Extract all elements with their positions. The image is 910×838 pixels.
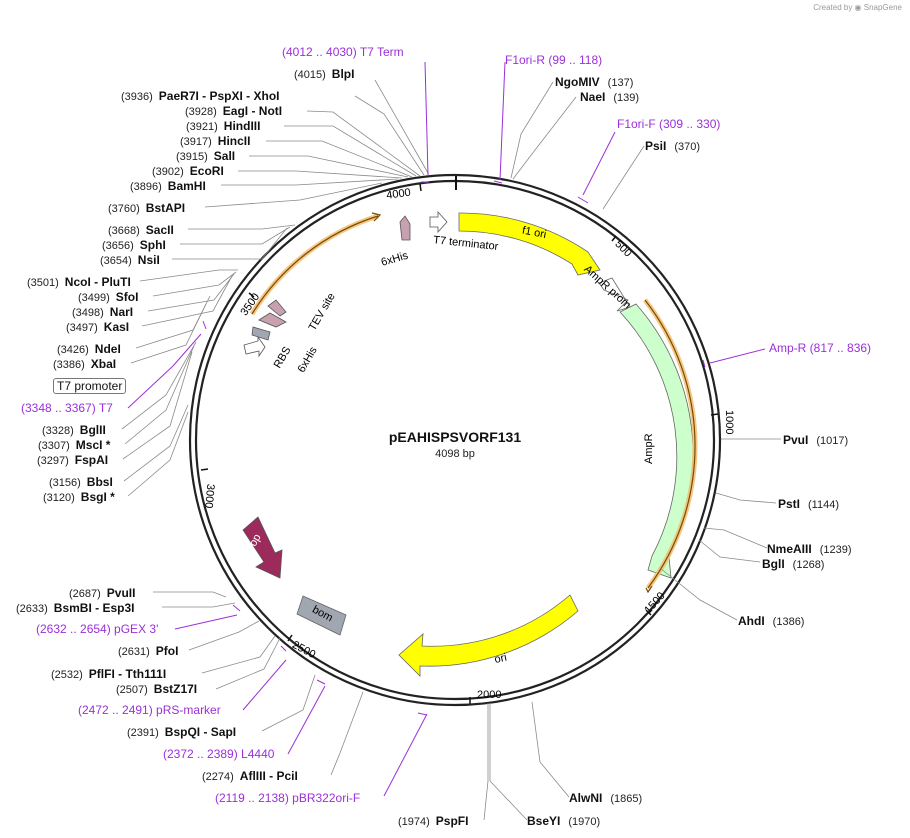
enzyme-paer7i[interactable]: (3936)PaeR7I - PspXI - XhoI — [121, 89, 280, 103]
orf-insert-arrowhead — [371, 212, 382, 222]
enzyme-naei[interactable]: NaeI(139) — [580, 90, 640, 104]
primer-f1ori-r[interactable]: F1ori-R (99 .. 118) — [505, 53, 603, 67]
primer-pgex3[interactable]: (2632 .. 2654) pGEX 3' — [36, 622, 159, 636]
feature-ampr-promoter[interactable] — [598, 277, 631, 312]
enzyme-bseyi[interactable]: BseYI(1970) — [527, 814, 601, 828]
enzyme-bstapi[interactable]: (3760)BstAPI — [108, 201, 186, 215]
enzyme-pspfi[interactable]: (1974)PspFI — [398, 814, 469, 828]
enzyme-fspai[interactable]: (3297)FspAI — [37, 453, 109, 467]
feature-tev-site[interactable] — [258, 312, 287, 328]
backbone-outer — [188, 173, 722, 707]
enzyme-ndei[interactable]: (3426)NdeI — [57, 342, 121, 356]
enzyme-alwni[interactable]: AlwNI(1865) — [569, 791, 643, 805]
primer-prs-marker[interactable]: (2472 .. 2491) pRS-marker — [78, 703, 221, 717]
primer-t7-term[interactable]: (4012 .. 4030) T7 Term — [282, 45, 404, 59]
enzyme-sali[interactable]: (3915)SalI — [176, 149, 236, 163]
feature-label-ampr: AmpR — [643, 433, 655, 464]
t7-promoter-label[interactable]: T7 promoter — [53, 378, 127, 394]
feature-label-f1-ori: f1 ori — [521, 225, 547, 241]
enzyme-bamhi[interactable]: (3896)BamHI — [130, 179, 206, 193]
tick-label-3000: 3000 — [202, 483, 216, 508]
enzyme-bglii[interactable]: (3328)BglII — [42, 423, 106, 437]
primer-amp-r[interactable]: Amp-R (817 .. 836) — [769, 341, 872, 355]
tick-2000: 2000 — [469, 689, 501, 704]
enzyme-kasi[interactable]: (3497)KasI — [66, 320, 130, 334]
tick-4000: 4000 — [386, 183, 422, 202]
feature-t7-terminator[interactable] — [429, 210, 448, 234]
enzyme-blpi[interactable]: (4015)BlpI — [294, 67, 355, 81]
enzyme-bsgi[interactable]: (3120)BsgI * — [43, 490, 115, 504]
primer-f1ori-f[interactable]: F1ori-F (309 .. 330) — [617, 117, 721, 131]
enzyme-ngomiv[interactable]: NgoMIV(137) — [555, 75, 634, 89]
feature-rbs[interactable] — [243, 335, 266, 358]
enzyme-hindiii[interactable]: (3921)HindIII — [186, 119, 261, 133]
enzyme-ncoi[interactable]: (3501)NcoI - PluTI — [27, 275, 131, 289]
orf-ampr-line — [644, 299, 696, 589]
orf-ampr-arrowhead — [645, 585, 653, 594]
enzyme-nmeaiii[interactable]: NmeAIII(1239) — [767, 542, 852, 556]
enzyme-sacii[interactable]: (3668)SacII — [108, 223, 174, 237]
tick-label-2000: 2000 — [477, 689, 501, 701]
enzyme-sphi[interactable]: (3656)SphI — [102, 238, 166, 252]
feature-bom[interactable] — [296, 595, 347, 636]
primer-pbr322ori-f[interactable]: (2119 .. 2138) pBR322ori-F — [215, 791, 361, 805]
enzyme-pvuii[interactable]: (2687)PvuII — [69, 586, 136, 600]
enzyme-ahdi[interactable]: AhdI(1386) — [738, 614, 805, 628]
enzyme-pvui[interactable]: PvuI(1017) — [783, 433, 849, 447]
enzyme-sfoi[interactable]: (3499)SfoI — [78, 290, 139, 304]
enzyme-nari[interactable]: (3498)NarI — [72, 305, 134, 319]
enzyme-pfoi[interactable]: (2631)PfoI — [118, 644, 179, 658]
plasmid-size: 4098 bp — [435, 448, 475, 460]
orf-insert-line — [251, 215, 379, 315]
enzyme-nsii[interactable]: (3654)NsiI — [100, 253, 160, 267]
enzyme-pflfi[interactable]: (2532)PflFI - Tth111I — [51, 667, 167, 681]
primer-leaders — [127, 61, 766, 797]
feature-f1-ori[interactable] — [458, 212, 601, 276]
enzyme-eagi[interactable]: (3928)EagI - NotI — [185, 104, 283, 118]
snapgene-credit: Created by ◉ SnapGene — [813, 3, 902, 12]
feature-tev-site-arrow — [267, 299, 287, 317]
feature-label-ori: ori — [493, 652, 507, 666]
tick-1000: 1000 — [710, 410, 735, 434]
enzyme-bgli[interactable]: BglI(1268) — [762, 557, 825, 571]
feature-ori[interactable] — [398, 594, 579, 677]
tick-3000: 3000 — [200, 468, 216, 509]
enzyme-xbai[interactable]: (3386)XbaI — [53, 357, 117, 371]
enzyme-ecori[interactable]: (3902)EcoRI — [152, 164, 224, 178]
enzyme-bspqi[interactable]: (2391)BspQI - SapI — [127, 725, 237, 739]
primer-l4440[interactable]: (2372 .. 2389) L4440 — [163, 747, 275, 761]
plasmid-name: pEAHISPSVORF131 — [389, 429, 521, 445]
feature-6xhis-grey[interactable] — [251, 326, 271, 341]
enzyme-hincii[interactable]: (3917)HincII — [180, 134, 251, 148]
tick-label-4000: 4000 — [386, 187, 412, 202]
enzyme-aflii[interactable]: (2274)AflIII - PciI — [202, 769, 298, 783]
enzyme-bsmbi[interactable]: (2633)BsmBI - Esp3I — [16, 601, 135, 615]
tick-label-1000: 1000 — [723, 410, 735, 434]
enzyme-psti[interactable]: PstI(1144) — [778, 497, 839, 511]
feature-rop[interactable] — [242, 516, 283, 579]
enzyme-leaders — [121, 79, 781, 821]
enzyme-bstz17i[interactable]: (2507)BstZ17I — [116, 682, 198, 696]
enzyme-psii[interactable]: PsiI(370) — [645, 139, 701, 153]
primer-t7[interactable]: (3348 .. 3367) T7 — [21, 401, 113, 415]
enzyme-bbsi[interactable]: (3156)BbsI — [49, 475, 113, 489]
feature-6xhis-mauve[interactable] — [399, 215, 411, 241]
feature-ampr[interactable] — [619, 303, 694, 579]
enzyme-msci[interactable]: (3307)MscI * — [38, 438, 111, 452]
